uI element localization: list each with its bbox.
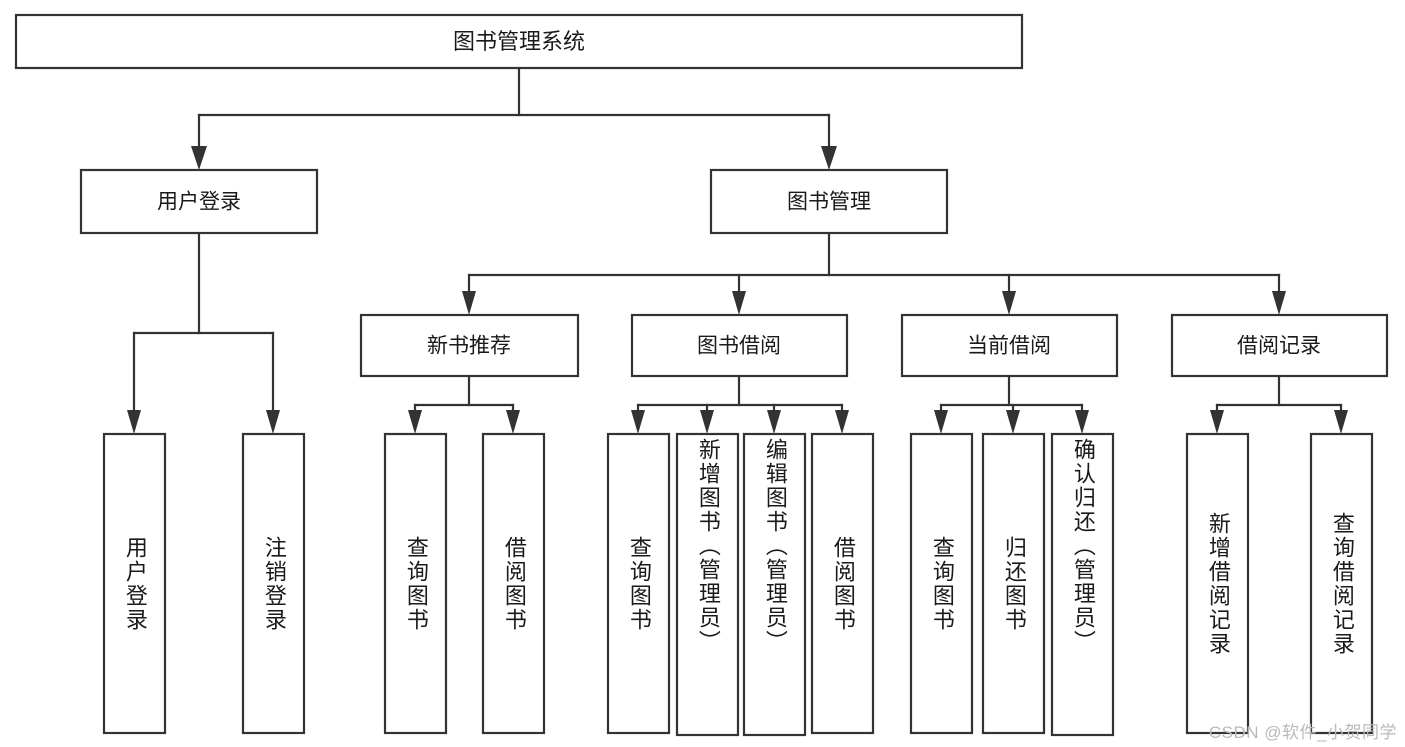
arrow-head-newbook-query xyxy=(408,410,422,434)
node-current-borrow[interactable]: 当前借阅 xyxy=(900,313,1119,378)
node-root[interactable]: 图书管理系统 xyxy=(14,13,1024,70)
arrow-head-leaf-user-login xyxy=(127,410,141,434)
node-book-borrow[interactable]: 图书借阅 xyxy=(630,313,849,378)
leaf-box-query-book-borrow[interactable] xyxy=(606,432,671,735)
arrow-head-current-borrow xyxy=(1002,291,1016,315)
connector-group-userlogin-to-leaves xyxy=(127,231,280,434)
arrow-head-current-confirm xyxy=(1075,410,1089,434)
arrow-head-record-add xyxy=(1210,410,1224,434)
arrow-head-borrow-query xyxy=(631,410,645,434)
connector-group-currentborrow-to-leaves xyxy=(934,374,1089,434)
node-book-manage[interactable]: 图书管理 xyxy=(709,168,949,235)
leaf-box-query-borrow-record[interactable] xyxy=(1309,432,1374,735)
leaf-box-confirm-return-admin[interactable] xyxy=(1050,432,1115,737)
csdn-watermark: CSDN @软件_小贺同学 xyxy=(1208,723,1397,742)
node-new-book-recommend-box xyxy=(359,313,580,378)
node-user-login-label: 用户登录 xyxy=(157,191,241,214)
connector-group-newbook-to-leaves xyxy=(408,374,520,434)
leaf-box-query-book-current[interactable] xyxy=(909,432,974,735)
leaf-box-add-book-admin[interactable] xyxy=(675,432,740,737)
leaf-box-logout[interactable] xyxy=(241,432,306,735)
leaf-box-return-book[interactable] xyxy=(981,432,1046,735)
node-current-borrow-box xyxy=(900,313,1119,378)
leaf-box-lend-book[interactable] xyxy=(810,432,875,735)
leaf-box-borrow-book-newbook[interactable] xyxy=(481,432,546,735)
arrow-head-user-login xyxy=(191,146,207,170)
node-borrow-record-box xyxy=(1170,313,1389,378)
arrow-head-borrow-edit xyxy=(767,410,781,434)
node-book-manage-label: 图书管理 xyxy=(787,191,871,214)
node-borrow-record[interactable]: 借阅记录 xyxy=(1170,313,1389,378)
node-new-book-recommend[interactable]: 新书推荐 xyxy=(359,313,580,378)
node-new-book-recommend-label: 新书推荐 xyxy=(427,335,511,358)
arrow-head-borrow xyxy=(732,291,746,315)
node-book-borrow-label: 图书借阅 xyxy=(697,335,781,358)
connector-group-root-to-level2 xyxy=(191,66,837,170)
arrow-head-record-query xyxy=(1334,410,1348,434)
node-book-borrow-box xyxy=(630,313,849,378)
arrow-head-current-query xyxy=(934,410,948,434)
node-user-login[interactable]: 用户登录 xyxy=(79,168,319,235)
arrow-head-leaf-logout xyxy=(266,410,280,434)
connector-group-borrowrecord-to-leaves xyxy=(1210,374,1348,434)
node-borrow-record-label: 借阅记录 xyxy=(1237,335,1321,358)
connector-group-bookmanage-to-level3 xyxy=(462,231,1286,315)
node-current-borrow-label: 当前借阅 xyxy=(967,335,1051,358)
node-root-label: 图书管理系统 xyxy=(453,29,585,54)
node-user-login-box xyxy=(79,168,319,235)
arrow-head-current-return xyxy=(1006,410,1020,434)
leaf-box-edit-book-admin[interactable] xyxy=(742,432,807,737)
arrow-head-borrow-add xyxy=(700,410,714,434)
arrow-head-borrow-record xyxy=(1272,291,1286,315)
arrow-head-book-manage xyxy=(821,146,837,170)
arrow-head-newbook xyxy=(462,291,476,315)
arrow-head-newbook-borrow xyxy=(506,410,520,434)
leaf-box-query-book-newbook[interactable] xyxy=(383,432,448,735)
node-book-manage-box xyxy=(709,168,949,235)
arrow-head-borrow-lend xyxy=(835,410,849,434)
leaf-box-user-login[interactable] xyxy=(102,432,167,735)
connector-group-borrow-to-leaves xyxy=(631,374,849,434)
leaf-box-add-borrow-record[interactable] xyxy=(1185,432,1250,735)
node-root-box xyxy=(14,13,1024,70)
